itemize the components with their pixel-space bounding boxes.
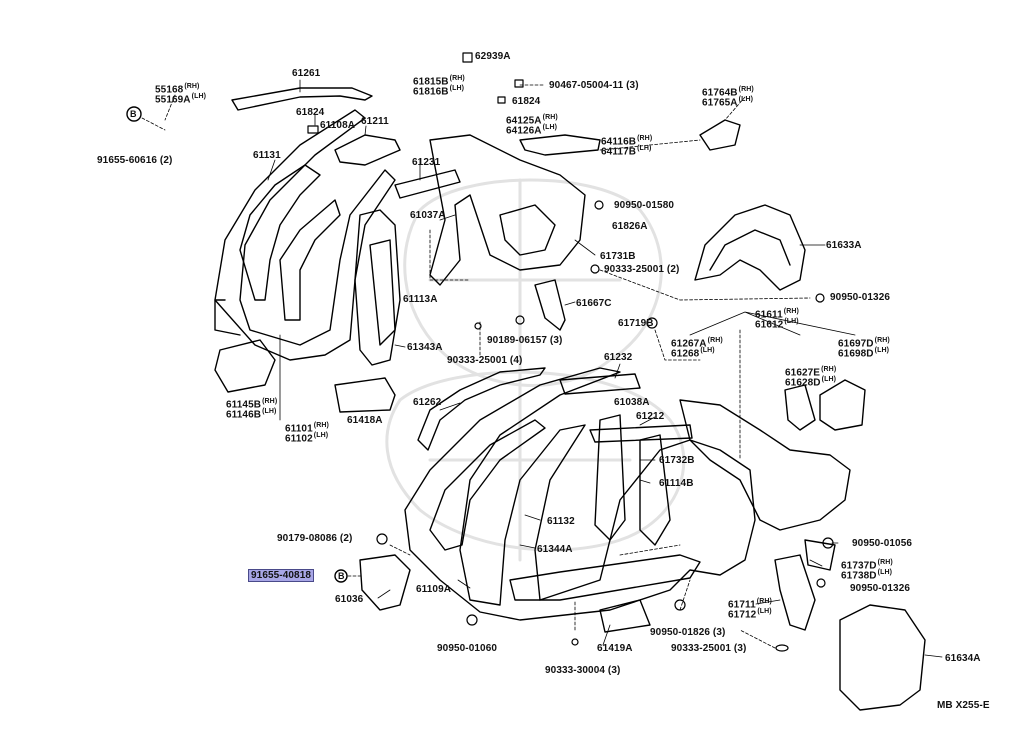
part-label: 61113A — [403, 294, 438, 305]
part-label: 64117B(LH) — [601, 145, 652, 158]
part-label: 61633A — [826, 240, 862, 251]
wheel-house-upper-part — [694, 204, 806, 291]
part-label: 61131 — [253, 150, 281, 161]
callout-letter: B — [338, 571, 345, 581]
part-label: 61418A — [347, 415, 383, 426]
part-label: 61627E(RH) — [785, 366, 837, 379]
callout-letter: B — [130, 109, 137, 119]
part-label: 90950-01326 — [850, 583, 911, 594]
part-label: 61109A — [416, 584, 452, 595]
part-label: 61343A — [407, 342, 443, 353]
part-label: 61038A — [614, 397, 650, 408]
part-label: 61826A — [612, 221, 648, 232]
highlighted-part-number[interactable]: 91655-40818 — [248, 569, 315, 582]
part-label: 55169A(LH) — [155, 93, 207, 106]
part-label: 61737D(RH) — [841, 559, 893, 572]
part-label: 61102(LH) — [285, 432, 329, 445]
part-label: 61132 — [547, 516, 575, 527]
part-label: 61037A — [410, 210, 446, 221]
quarter-panel-upper-part — [429, 119, 741, 331]
part-label: 61697D(RH) — [838, 337, 890, 350]
part-label: 61738D(LH) — [841, 569, 893, 582]
diagram-code: MB X255-E — [937, 700, 990, 711]
part-label: 90950-01056 — [852, 538, 913, 549]
part-label: 90950-01580 — [614, 200, 675, 211]
part-label: 90333-25001 (3) — [671, 643, 747, 654]
part-label: 90950-01326 — [830, 292, 891, 303]
part-label: 61145B(RH) — [226, 398, 278, 411]
part-label: 61108A — [320, 120, 356, 131]
part-label: 61212 — [636, 411, 665, 422]
part-label: 61824 — [296, 107, 325, 118]
part-label: 61114B — [659, 478, 694, 489]
callout-b-top — [126, 106, 142, 122]
part-label: 61419A — [597, 643, 633, 654]
part-label: 61764B(RH) — [702, 86, 754, 99]
part-label: 55168(RH) — [155, 83, 200, 96]
part-label: 61698D(LH) — [838, 347, 890, 360]
watermark-emblem — [385, 178, 686, 562]
part-label: 61101(RH) — [285, 422, 329, 435]
part-label: 61824 — [512, 96, 541, 107]
upper-side-frame-part — [214, 87, 396, 361]
part-label: 61612(LH) — [755, 318, 799, 331]
part-label: 61036 — [335, 594, 364, 605]
lower-right-brackets-part — [359, 379, 926, 711]
callout-b-bottom — [334, 569, 348, 583]
part-label: 61344A — [537, 544, 573, 555]
part-label: 61634A — [945, 653, 981, 664]
part-label: 61232 — [604, 352, 633, 363]
part-label: 61231 — [412, 157, 441, 168]
part-label: 90950-01060 — [437, 643, 498, 654]
part-label: 90333-25001 (4) — [447, 355, 523, 366]
part-label: 61815B(RH) — [413, 75, 465, 88]
part-label: 61765A(LH) — [702, 96, 754, 109]
part-label: 64126A(LH) — [506, 124, 558, 137]
part-label: 61816B(LH) — [413, 85, 465, 98]
part-label: 61731B — [600, 251, 636, 262]
part-label: 61732B — [659, 455, 695, 466]
part-label: 61268(LH) — [671, 347, 715, 360]
part-label: 61262 — [413, 397, 442, 408]
part-label: 61211 — [361, 116, 389, 127]
part-label: 90333-25001 (2) — [604, 264, 680, 275]
part-label: 61261 — [292, 68, 321, 79]
part-label: 61628D(LH) — [785, 376, 837, 389]
part-label: 90189-06157 (3) — [487, 335, 563, 346]
side-panel-outer-part — [404, 367, 851, 633]
part-label: 61719B — [618, 318, 654, 329]
part-label: 90179-08086 (2) — [277, 533, 353, 544]
part-label: 61267A(RH) — [671, 337, 723, 350]
part-label: 90950-01826 (3) — [650, 627, 726, 638]
part-label: 90467-05004-11 (3) — [549, 80, 639, 91]
part-label: 64125A(RH) — [506, 114, 558, 127]
part-label: 62939A — [475, 51, 511, 62]
part-label: 90333-30004 (3) — [545, 665, 621, 676]
part-label: 91655-60616 (2) — [97, 155, 173, 166]
part-label: 61711(RH) — [728, 598, 772, 611]
part-label: 61146B(LH) — [226, 408, 277, 421]
part-label: 61712(LH) — [728, 608, 772, 621]
part-label: 64116B(RH) — [601, 135, 653, 148]
part-label: 61667C — [576, 298, 612, 309]
part-label: 61611(RH) — [755, 308, 799, 321]
